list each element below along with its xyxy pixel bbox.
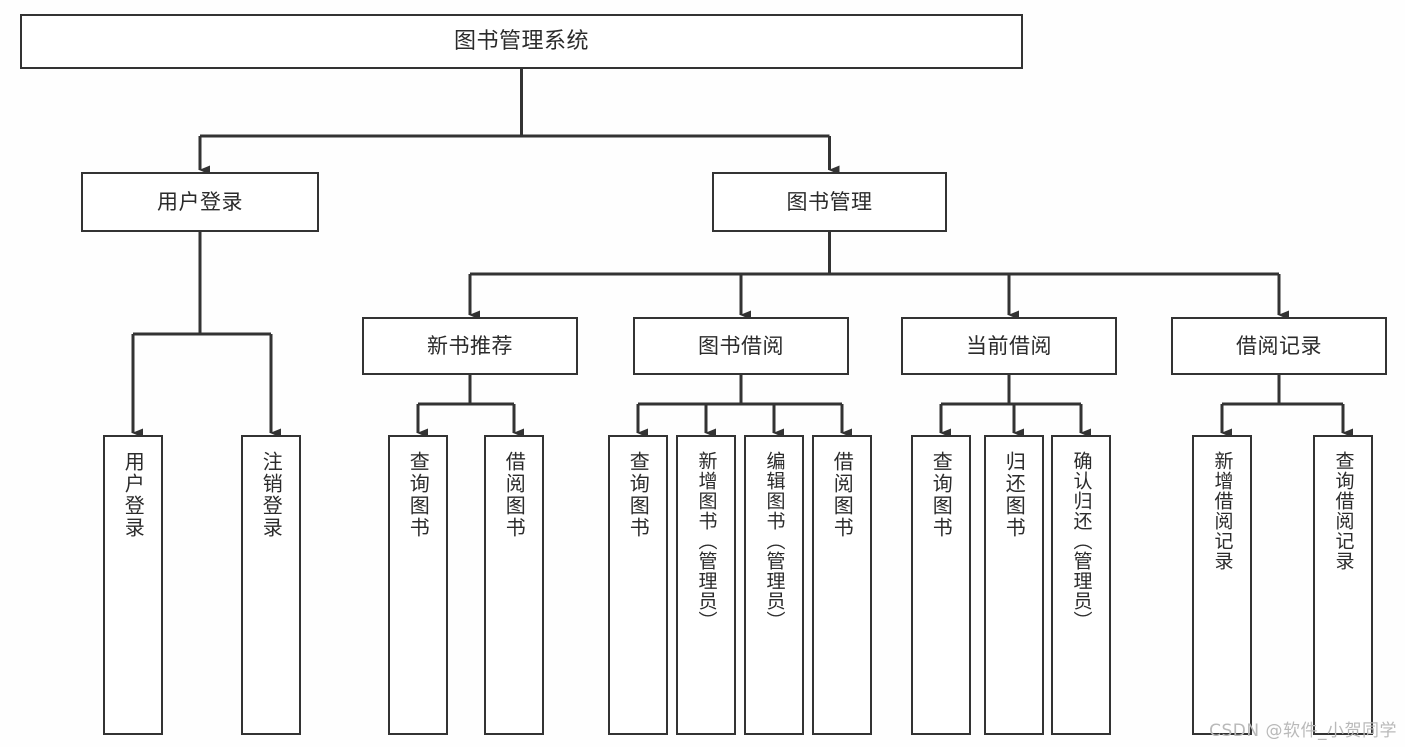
node-label: 归还图书 xyxy=(1002,451,1027,539)
node-borrow-record[interactable]: 借阅记录 xyxy=(1171,317,1387,375)
node-label: 借阅图书 xyxy=(502,451,527,539)
node-label: 图书管理 xyxy=(786,189,873,214)
node-leaf-query-book-2[interactable]: 查询图书 xyxy=(608,435,668,735)
node-label: 查询图书 xyxy=(406,451,431,539)
node-leaf-confirm-return[interactable]: 确认归还（管理员） xyxy=(1051,435,1111,735)
node-label: 当前借阅 xyxy=(966,333,1052,358)
node-label: 图书管理系统 xyxy=(453,28,589,54)
node-label: 新增图书（管理员） xyxy=(695,451,718,631)
node-label: 确认归还（管理员） xyxy=(1070,451,1093,631)
node-leaf-borrow-book-2[interactable]: 借阅图书 xyxy=(812,435,872,735)
node-label: 用户登录 xyxy=(157,189,243,214)
node-label: 新书推荐 xyxy=(427,333,513,358)
node-leaf-borrow-book-1[interactable]: 借阅图书 xyxy=(484,435,544,735)
node-leaf-user-login[interactable]: 用户登录 xyxy=(103,435,163,735)
node-label: 用户登录 xyxy=(121,451,146,539)
node-label: 借阅图书 xyxy=(830,451,855,539)
node-user-login[interactable]: 用户登录 xyxy=(81,172,319,232)
node-label: 新增借阅记录 xyxy=(1211,451,1234,571)
node-book-manage[interactable]: 图书管理 xyxy=(712,172,947,232)
node-label: 查询图书 xyxy=(929,451,954,539)
node-leaf-query-book-1[interactable]: 查询图书 xyxy=(388,435,448,735)
node-label: 查询借阅记录 xyxy=(1332,451,1355,571)
node-book-borrow[interactable]: 图书借阅 xyxy=(633,317,849,375)
node-leaf-edit-book[interactable]: 编辑图书（管理员） xyxy=(744,435,804,735)
node-root[interactable]: 图书管理系统 xyxy=(20,14,1023,69)
node-label: 编辑图书（管理员） xyxy=(763,451,786,631)
node-leaf-logout[interactable]: 注销登录 xyxy=(241,435,301,735)
csdn-watermark: CSDN @软件_小贺同学 xyxy=(1209,721,1397,741)
node-new-book-rec[interactable]: 新书推荐 xyxy=(362,317,578,375)
node-leaf-query-book-3[interactable]: 查询图书 xyxy=(911,435,971,735)
node-label: 图书借阅 xyxy=(698,333,784,358)
node-leaf-add-book[interactable]: 新增图书（管理员） xyxy=(676,435,736,735)
node-leaf-query-record[interactable]: 查询借阅记录 xyxy=(1313,435,1373,735)
node-label: 注销登录 xyxy=(259,451,284,539)
edges-group xyxy=(131,69,1353,438)
node-label: 查询图书 xyxy=(626,451,651,539)
node-leaf-return-book[interactable]: 归还图书 xyxy=(984,435,1044,735)
node-current-borrow[interactable]: 当前借阅 xyxy=(901,317,1117,375)
node-leaf-add-record[interactable]: 新增借阅记录 xyxy=(1192,435,1252,735)
node-label: 借阅记录 xyxy=(1236,333,1322,358)
